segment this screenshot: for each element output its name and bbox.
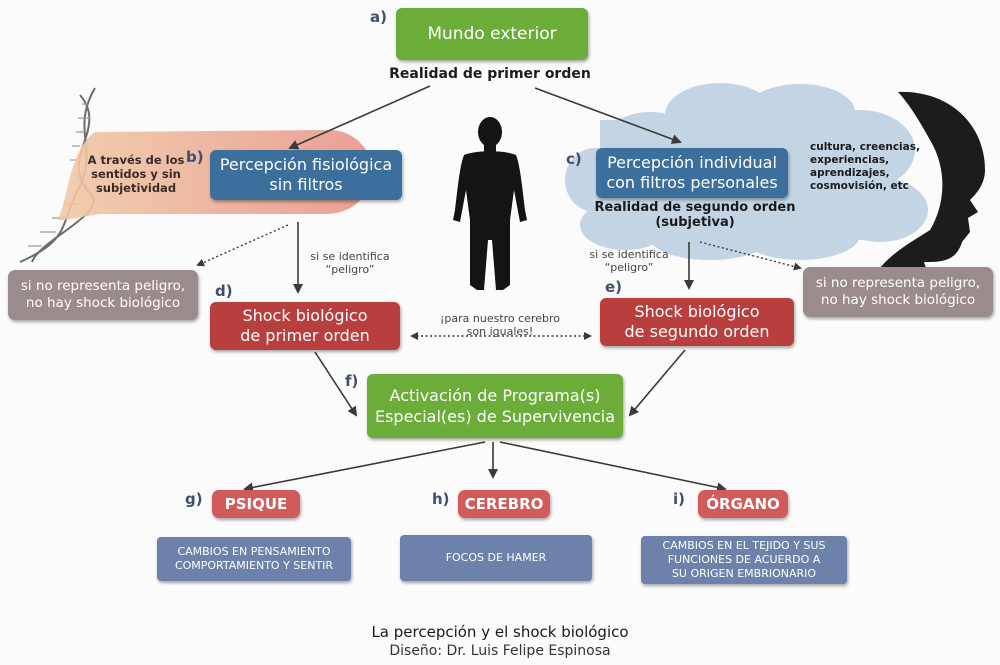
no-danger-line: si no representa peligro, bbox=[815, 275, 981, 291]
physiological-perception-line: sin filtros bbox=[269, 175, 343, 194]
senses-note-line: subjetividad bbox=[95, 181, 177, 195]
hamer-foci-box: FOCOS DE HAMER bbox=[400, 535, 592, 581]
step-letter-i: i) bbox=[673, 490, 685, 508]
individual-perception-line: con filtros personales bbox=[606, 173, 778, 192]
step-letter-g: g) bbox=[185, 490, 203, 508]
senses-note-line: sentidos y sin bbox=[91, 167, 181, 181]
first-order-reality-caption: Realidad de primer orden bbox=[389, 66, 591, 82]
no-danger-line: no hay shock biológico bbox=[25, 295, 181, 311]
danger-note-left: si se identifica “peligro” bbox=[300, 250, 400, 276]
second-order-reality-line: (subjetiva) bbox=[655, 215, 735, 230]
survival-program-activation-box: Activación de Programa(s) Especial(es) d… bbox=[367, 374, 623, 438]
personal-filter-item: aprendizajes, bbox=[810, 167, 890, 179]
step-letter-d: d) bbox=[215, 282, 233, 300]
danger-note-line: si se identifica bbox=[310, 250, 390, 263]
step-letter-h: h) bbox=[432, 490, 450, 508]
head-silhouette-icon bbox=[880, 91, 985, 268]
senses-note-line: A través de los bbox=[87, 153, 185, 167]
first-order-shock-line: Shock biológico bbox=[242, 306, 368, 325]
organ-changes-line: CAMBIOS EN EL TEJIDO Y SUS bbox=[662, 539, 826, 552]
step-letter-a: a) bbox=[370, 8, 387, 26]
individual-perception-box: Percepción individual con filtros person… bbox=[596, 148, 788, 198]
personal-filter-item: cultura, creencias, bbox=[810, 141, 920, 153]
brain-same-note-line: son iguales! bbox=[466, 325, 534, 338]
physiological-perception-line: Percepción fisiológica bbox=[219, 155, 393, 174]
organo-badge: ÓRGANO bbox=[698, 490, 788, 518]
brain-same-note-line: ¡para nuestro cerebro bbox=[439, 312, 560, 325]
mundo-exterior-label: Mundo exterior bbox=[427, 23, 557, 44]
second-order-reality-line: Realidad de segundo orden bbox=[594, 200, 796, 215]
organ-changes-line: FUNCIONES DE ACUERDO A bbox=[667, 553, 821, 566]
second-order-shock-line: de segundo orden bbox=[624, 322, 770, 341]
personal-filter-item: cosmovisión, etc bbox=[810, 180, 909, 192]
step-letter-c: c) bbox=[566, 150, 582, 168]
hamer-foci-line: FOCOS DE HAMER bbox=[445, 551, 547, 564]
mundo-exterior-box: Mundo exterior bbox=[396, 8, 588, 60]
step-letter-e: e) bbox=[605, 278, 623, 296]
no-danger-box-left: si no representa peligro, no hay shock b… bbox=[8, 270, 198, 320]
psique-changes-line: COMPORTAMIENTO Y SENTIR bbox=[174, 559, 334, 572]
danger-note-right: si se identifica “peligro” bbox=[574, 248, 684, 274]
first-order-shock-line: de primer orden bbox=[240, 326, 370, 345]
step-letter-b: b) bbox=[186, 148, 204, 166]
danger-note-line: “peligro” bbox=[325, 263, 375, 276]
organ-changes-box: CAMBIOS EN EL TEJIDO Y SUS FUNCIONES DE … bbox=[641, 536, 847, 584]
individual-perception-line: Percepción individual bbox=[607, 153, 777, 172]
organ-changes-line: SU ORIGEN EMBRIONARIO bbox=[671, 567, 817, 580]
personal-filter-item: experiencias, bbox=[810, 154, 890, 166]
second-order-shock-box: Shock biológico de segundo orden bbox=[600, 298, 794, 346]
psique-badge: PSIQUE bbox=[212, 490, 300, 518]
step-letter-f: f) bbox=[345, 372, 359, 390]
brain-same-note: ¡para nuestro cerebro son iguales! bbox=[420, 312, 580, 338]
human-silhouette-icon bbox=[453, 117, 527, 290]
second-order-shock-line: Shock biológico bbox=[634, 302, 760, 321]
no-danger-line: si no representa peligro, bbox=[20, 278, 186, 294]
first-order-shock-box: Shock biológico de primer orden bbox=[210, 302, 400, 350]
physiological-perception-box: Percepción fisiológica sin filtros bbox=[210, 150, 402, 200]
figure-caption-credit: Diseño: Dr. Luis Felipe Espinosa bbox=[389, 643, 611, 659]
activation-line: Activación de Programa(s) bbox=[389, 386, 601, 405]
psique-changes-line: CAMBIOS EN PENSAMIENTO bbox=[177, 545, 331, 558]
no-danger-line: no hay shock biológico bbox=[820, 292, 976, 308]
activation-line: Especial(es) de Supervivencia bbox=[374, 407, 616, 426]
no-danger-box-right: si no representa peligro, no hay shock b… bbox=[803, 267, 993, 317]
figure-caption-title: La percepción y el shock biológico bbox=[371, 623, 629, 641]
personal-filters-list: cultura, creencias, experiencias, aprend… bbox=[810, 141, 920, 193]
senses-note: A través de los sentidos y sin subjetivi… bbox=[72, 153, 200, 195]
psique-changes-box: CAMBIOS EN PENSAMIENTO COMPORTAMIENTO Y … bbox=[157, 537, 351, 581]
cerebro-badge: CEREBRO bbox=[458, 490, 550, 518]
second-order-reality-caption: Realidad de segundo orden (subjetiva) bbox=[590, 200, 800, 230]
danger-note-line: si se identifica bbox=[589, 248, 669, 261]
danger-note-line: “peligro” bbox=[604, 261, 654, 274]
